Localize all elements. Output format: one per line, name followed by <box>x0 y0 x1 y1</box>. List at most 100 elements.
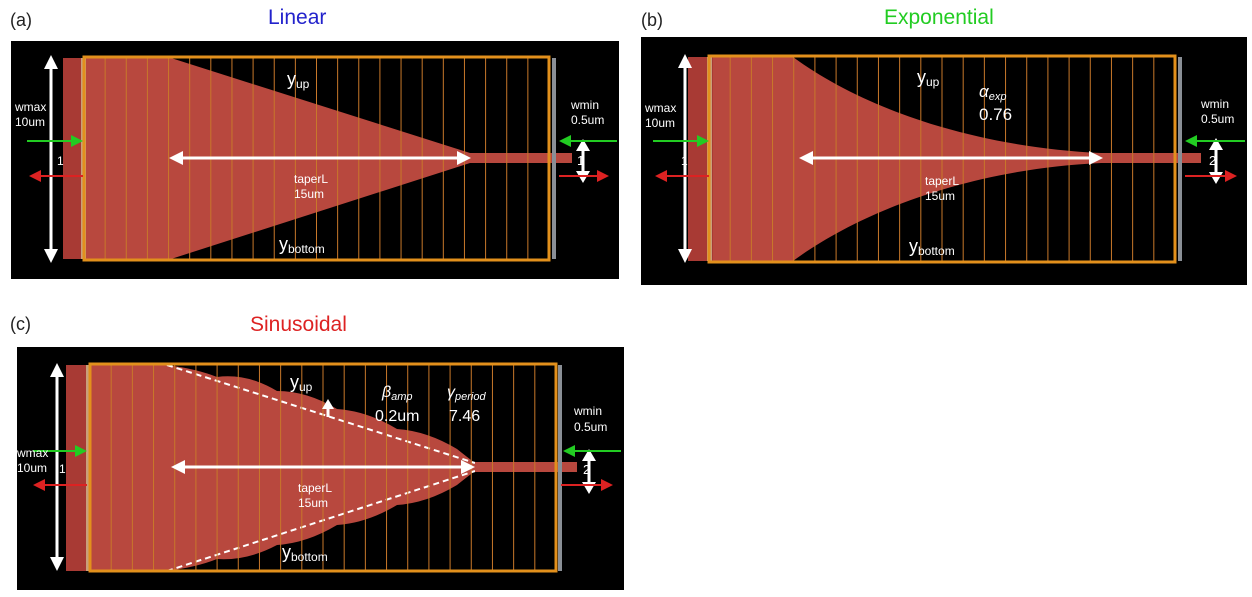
wmin-value: 0.5um <box>1201 112 1234 126</box>
panel-b: wmax 10um wmin 0.5um taperL 15um yup ybo… <box>641 37 1247 285</box>
frame <box>88 362 558 573</box>
left-waveguide <box>63 58 83 259</box>
wmax-label: wmax <box>14 100 46 114</box>
amp-arrow-head <box>322 399 334 409</box>
input-arrow-green-head <box>71 135 83 147</box>
output-arrow-red-left-head <box>33 479 45 491</box>
panel-c-title: Sinusoidal <box>250 313 347 336</box>
alpha-sub: exp <box>989 91 1007 103</box>
wmax-arrow-head-top <box>678 54 692 68</box>
y-up-label: y <box>290 372 299 392</box>
y-up-label: y <box>287 69 296 89</box>
taper-value: 15um <box>925 189 955 203</box>
wmin-value: 0.5um <box>574 420 607 434</box>
wmax-value: 10um <box>17 461 47 475</box>
port-left-number: 1 <box>57 154 64 168</box>
taper-arrow-head-right <box>461 460 475 474</box>
wmax-value: 10um <box>645 116 675 130</box>
taper-label: taperL <box>925 174 959 188</box>
wmin-label: wmin <box>570 98 599 112</box>
svg-text:yup: yup <box>917 67 940 89</box>
wmax-arrow-head-top <box>44 55 58 69</box>
beta-sub: amp <box>391 391 412 403</box>
port-left-number: 1 <box>59 462 66 476</box>
port-right-number: 2 <box>1209 153 1216 168</box>
taper-arrow-head-left <box>171 460 185 474</box>
output-arrow-red-left-head <box>655 170 667 182</box>
y-up-sub: up <box>926 75 940 89</box>
wmin-arrow-head-bottom <box>1209 172 1223 184</box>
frame <box>82 55 551 262</box>
input-arrow-green-right-head <box>563 445 575 457</box>
wmax-arrow-head-bottom <box>44 249 58 263</box>
panel-b-diagram: wmax 10um wmin 0.5um taperL 15um yup ybo… <box>644 54 1245 264</box>
panel-c-diagram: wmax 10um wmin 0.5um taperL 15um yup ybo… <box>17 362 621 573</box>
beta-symbol: β <box>381 384 391 401</box>
wmax-label: wmax <box>644 101 676 115</box>
right-port-bar <box>1178 57 1182 261</box>
wmax-arrow-head-top <box>50 363 64 377</box>
gamma-value: 7.46 <box>449 408 480 425</box>
taper-value: 15um <box>294 187 324 201</box>
output-arrow-red-right-head <box>597 170 609 182</box>
svg-text:αexp: αexp <box>979 82 1006 103</box>
svg-text:yup: yup <box>290 372 313 394</box>
wmax-arrow-head-bottom <box>50 557 64 571</box>
panel-a-label: (a) <box>10 10 32 30</box>
taper-arrow-head-left <box>169 151 183 165</box>
taper-label: taperL <box>294 172 328 186</box>
wmin-arrow-head-top <box>576 139 590 151</box>
panel-b-label: (b) <box>641 10 663 30</box>
panel-a-title: Linear <box>268 6 327 29</box>
lower-dashed-envelope <box>166 470 476 572</box>
output-waveguide <box>470 153 572 163</box>
beta-value: 0.2um <box>375 408 419 425</box>
alpha-value: 0.76 <box>979 105 1012 124</box>
y-up-sub: up <box>299 380 313 394</box>
wmin-value: 0.5um <box>571 113 604 127</box>
panel-c: wmax 10um wmin 0.5um taperL 15um yup ybo… <box>17 347 624 590</box>
y-up-label: y <box>917 67 926 87</box>
panel-a-diagram: wmax 10um wmin 0.5um taperL 15um yup ybo… <box>14 55 617 263</box>
wmin-label: wmin <box>573 404 602 418</box>
wmax-arrow-head-bottom <box>678 249 692 263</box>
output-arrow-red-right-head <box>601 479 613 491</box>
y-bottom-sub: bottom <box>291 550 328 564</box>
taper-label: taperL <box>298 481 332 495</box>
panel-b-title: Exponential <box>884 6 994 29</box>
gamma-sub: period <box>454 391 486 403</box>
svg-text:ybottom: ybottom <box>909 236 955 258</box>
output-arrow-red-right-head <box>1225 170 1237 182</box>
y-bottom-label: y <box>279 234 288 254</box>
y-bottom-label: y <box>282 542 291 562</box>
y-bottom-label: y <box>909 236 918 256</box>
input-arrow-green-right-head <box>559 135 571 147</box>
port-left-number: 1 <box>681 154 688 168</box>
svg-text:yup: yup <box>287 69 310 91</box>
port-right-number: 1 <box>577 153 584 168</box>
svg-text:γperiod: γperiod <box>447 384 486 403</box>
wmax-value: 10um <box>15 115 45 129</box>
right-port-bar <box>558 365 562 571</box>
wmin-label: wmin <box>1200 97 1229 111</box>
output-arrow-red-left-head <box>29 170 41 182</box>
panel-a: wmax 10um wmin 0.5um taperL 15um yup ybo… <box>11 41 619 279</box>
svg-text:ybottom: ybottom <box>282 542 328 564</box>
y-bottom-sub: bottom <box>918 244 955 258</box>
output-waveguide <box>1101 153 1201 163</box>
y-bottom-sub: bottom <box>288 242 325 256</box>
taper-arrow-head-right <box>457 151 471 165</box>
port-right-number: 2 <box>583 462 590 477</box>
upper-dashed-envelope <box>166 364 476 464</box>
wmax-label: wmax <box>17 446 48 460</box>
gamma-symbol: γ <box>447 384 456 401</box>
input-arrow-green-head <box>75 445 87 457</box>
frame <box>707 54 1177 264</box>
output-waveguide <box>475 462 577 472</box>
y-up-sub: up <box>296 77 310 91</box>
taper-arrow-head-left <box>799 151 813 165</box>
wmin-arrow-head-top <box>1209 138 1223 150</box>
wmin-arrow-head-top <box>582 449 596 461</box>
taper-arrow-head-right <box>1089 151 1103 165</box>
right-port-bar <box>552 58 556 259</box>
